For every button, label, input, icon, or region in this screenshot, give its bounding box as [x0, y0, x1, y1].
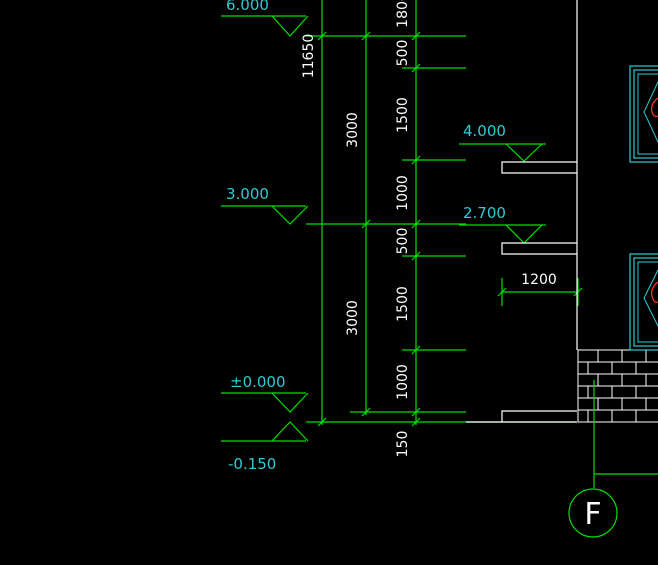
elevation-0000-text: ±0.000	[230, 373, 286, 391]
elevation-markers-right	[459, 143, 583, 306]
dimension-lines	[306, 0, 576, 427]
elevation-4000-text: 4.000	[463, 122, 506, 140]
canopy-slab-lower	[501, 242, 577, 255]
dim-overall-text: 11650	[301, 34, 317, 79]
dim-canopy-width-text: 1200	[521, 272, 557, 288]
ground-step	[501, 410, 577, 422]
dim-floor-upper-text: 3000	[345, 112, 361, 148]
wall-outline	[466, 0, 578, 423]
elevation-markers-left	[221, 15, 309, 442]
dim-seg-500a-text: 500	[395, 40, 411, 67]
grid-axis-bubble	[568, 488, 618, 538]
dim-floor-lower-text: 3000	[345, 300, 361, 336]
elevation-m0150-text: -0.150	[228, 455, 276, 473]
elevation-3000-text: 3.000	[226, 185, 269, 203]
dim-seg-500b-text: 500	[395, 228, 411, 255]
grid-axis	[568, 380, 658, 538]
elevation-2700-text: 2.700	[463, 204, 506, 222]
canopy-slab-upper	[501, 161, 577, 174]
dim-seg-1000a-text: 1000	[395, 175, 411, 211]
dim-seg-1000b-text: 1000	[395, 364, 411, 400]
window-lower	[629, 253, 658, 351]
dim-seg-1500a-text: 1500	[395, 97, 411, 133]
grid-axis-label: F	[584, 497, 601, 532]
dim-seg-1500b-text: 1500	[395, 286, 411, 322]
elevation-6000-text: 6.000	[226, 0, 269, 14]
dim-seg-top-text: 1800	[395, 0, 411, 28]
window-upper	[629, 65, 658, 163]
brick-plinth	[577, 349, 658, 423]
dim-seg-150-text: 150	[395, 431, 411, 458]
